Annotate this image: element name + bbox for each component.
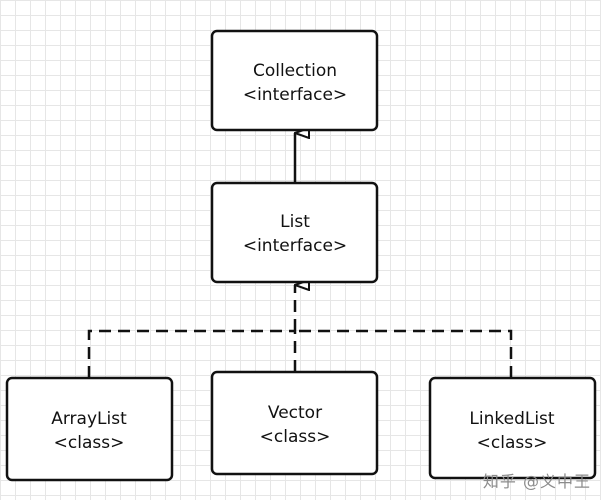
node-linkedlist-name: LinkedList [469, 409, 555, 429]
node-arraylist-stereotype: <class> [54, 433, 125, 453]
implements-edge-linkedlist [295, 329, 513, 378]
node-vector-name: Vector [268, 403, 322, 423]
node-arraylist-name: ArrayList [51, 409, 127, 429]
node-vector[interactable]: Vector <class> [210, 370, 379, 476]
node-list[interactable]: List <interface> [210, 181, 379, 284]
implements-connector [87, 329, 513, 378]
node-linkedlist-stereotype: <class> [477, 433, 548, 453]
node-list-name: List [280, 212, 310, 232]
implements-edge-arraylist [87, 329, 295, 378]
node-arraylist[interactable]: ArrayList <class> [5, 376, 174, 482]
node-vector-stereotype: <class> [260, 427, 331, 447]
node-list-stereotype: <interface> [243, 236, 347, 256]
node-collection-stereotype: <interface> [243, 85, 347, 105]
watermark-text: 知乎 @义中王 [482, 472, 591, 491]
node-collection-name: Collection [253, 61, 337, 81]
node-collection[interactable]: Collection <interface> [210, 29, 379, 132]
node-linkedlist[interactable]: LinkedList <class> [428, 376, 597, 480]
